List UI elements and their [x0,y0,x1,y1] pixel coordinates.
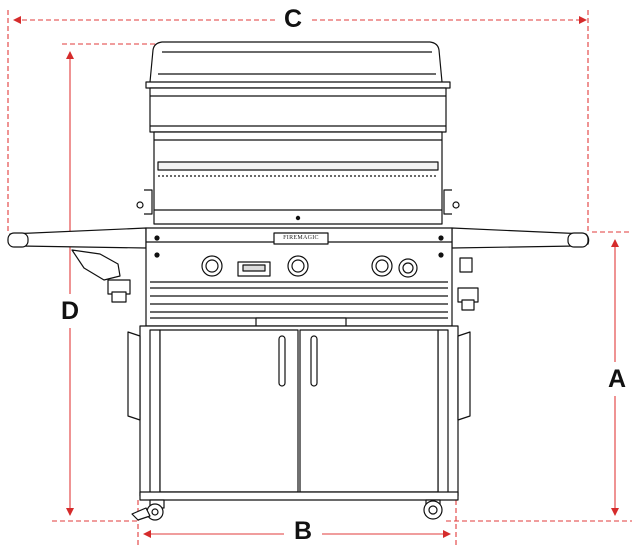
dimension-label-a: A [603,366,631,392]
left-side-shelf [7,227,147,303]
cart-cabinet [127,325,471,501]
dimension-label-c: C [279,6,307,32]
caster-left [146,503,164,521]
dimension-label-d: D [56,298,84,324]
casters [131,499,443,521]
dimension-lines [7,10,632,548]
right-side-shelf [451,227,590,311]
left-door-handle [278,335,286,387]
grill-hood [145,41,451,133]
grill-firebox [136,131,460,225]
grill-drawing [7,41,590,521]
burner-knob-right [371,255,393,277]
left-door [159,329,299,493]
control-panel [145,227,453,327]
burner-knob-left [201,255,223,277]
caster-right [423,500,443,520]
brand-plate: FIREMAGIC [283,235,319,241]
right-door-handle [310,335,318,387]
rotisserie-knob [398,258,418,278]
right-door [299,329,439,493]
burner-knob-center [287,255,309,277]
dimension-label-b: B [289,518,317,544]
